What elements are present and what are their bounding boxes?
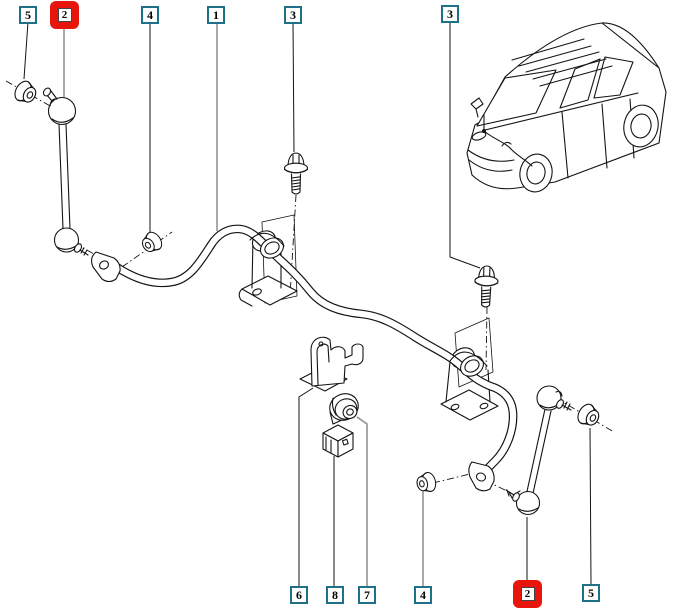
callout-7-bottom[interactable]: 7: [358, 586, 376, 604]
callout-4-top[interactable]: 4: [141, 6, 159, 24]
leader-lines: [23, 21, 592, 588]
bar-bushing-left: [249, 232, 285, 259]
callout-number: 2: [57, 8, 72, 22]
flanged-nut-4-bottom: [414, 470, 439, 495]
callout-number: 4: [420, 588, 426, 602]
callout-number: 3: [447, 7, 453, 21]
flanged-bolt-middle: [283, 152, 309, 195]
clamp-bracket: [299, 336, 364, 392]
callout-number: 5: [25, 8, 31, 22]
stabilizer-bar: [90, 224, 518, 492]
callout-2-bottom-highlighted[interactable]: 2: [513, 580, 542, 608]
callout-6-bottom[interactable]: 6: [290, 586, 308, 604]
mount-panel-right: [454, 317, 494, 388]
callout-8-bottom[interactable]: 8: [326, 586, 344, 604]
flanged-nut-4-left: [138, 228, 166, 257]
callout-number: 8: [332, 588, 338, 602]
flanged-nut-5-left: [11, 77, 41, 108]
callout-5-bottom-right[interactable]: 5: [582, 584, 600, 602]
callout-5-top-left[interactable]: 5: [19, 6, 37, 24]
callout-number: 7: [364, 588, 370, 602]
callout-3-top-right[interactable]: 3: [441, 5, 459, 23]
flanged-nut-5-right: [574, 400, 604, 431]
callout-number: 3: [290, 8, 296, 22]
flanged-bolt-right: [473, 265, 500, 308]
callout-3-top[interactable]: 3: [284, 6, 302, 24]
bar-eye-right: [468, 461, 495, 492]
callout-number: 6: [296, 588, 302, 602]
stabilizer-link-right: [505, 385, 572, 516]
callout-number: 5: [588, 586, 594, 600]
van-illustration: [466, 22, 667, 193]
callout-2-top-highlighted[interactable]: 2: [50, 1, 79, 29]
callout-1-top[interactable]: 1: [207, 6, 225, 24]
rubber-block: [322, 424, 354, 458]
bar-bushing-right: [449, 351, 488, 377]
mount-panel-left: [261, 214, 298, 304]
ribbed-bushing: [329, 393, 359, 425]
callout-number: 2: [520, 587, 535, 601]
stabilizer-link-left: [42, 87, 89, 256]
callout-4-bottom[interactable]: 4: [414, 586, 432, 604]
callout-number: 1: [213, 8, 219, 22]
bar-eye-left: [90, 251, 121, 283]
callout-number: 4: [147, 8, 153, 22]
